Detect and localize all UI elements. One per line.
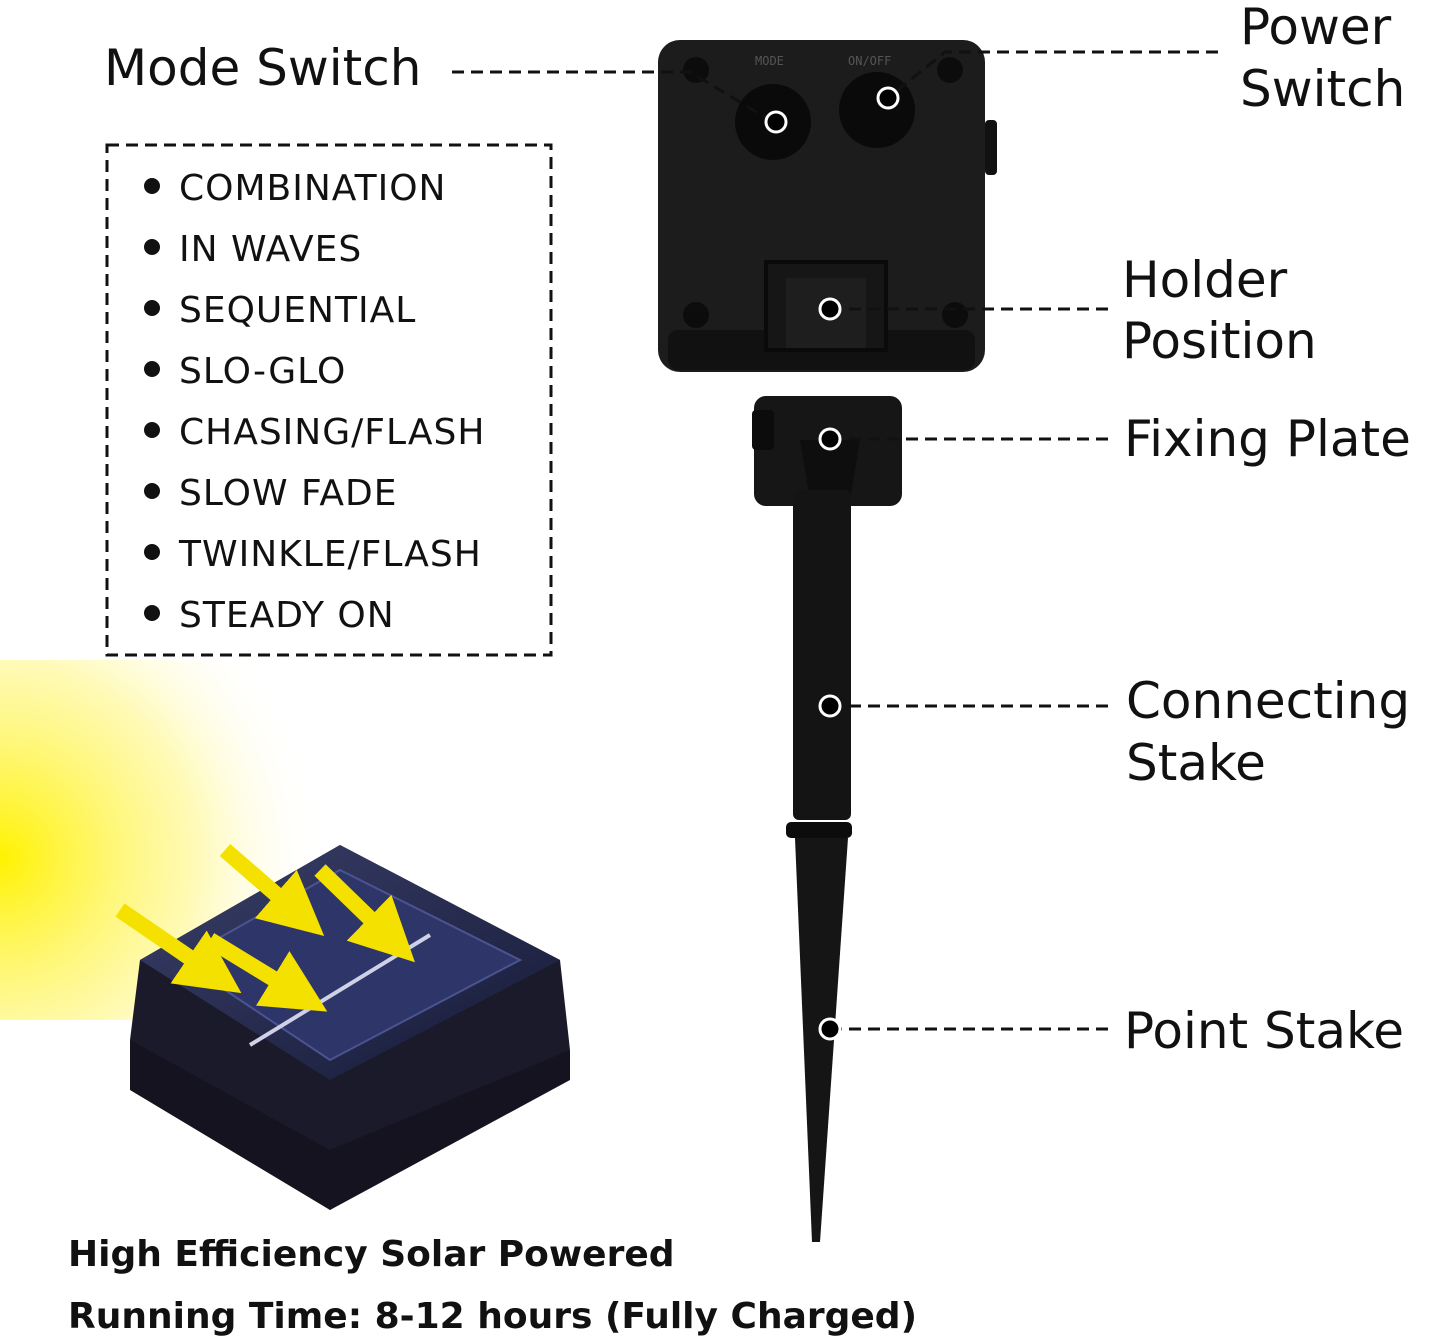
screw-icon bbox=[942, 302, 968, 328]
screw-icon bbox=[937, 57, 963, 83]
modes-list: COMBINATION IN WAVES SEQUENTIAL SLO-GLO … bbox=[144, 168, 485, 636]
on-off-marking: ON/OFF bbox=[848, 54, 891, 68]
screw-icon bbox=[683, 57, 709, 83]
mode-item: IN WAVES bbox=[179, 229, 362, 270]
label-holder-position-1: Holder bbox=[1122, 251, 1288, 309]
mode-item: CHASING/FLASH bbox=[179, 412, 485, 453]
controller-box: MODE ON/OFF bbox=[658, 40, 997, 372]
label-point-stake: Point Stake bbox=[1124, 1002, 1404, 1060]
label-holder-position-2: Position bbox=[1122, 312, 1317, 370]
label-mode-switch: Mode Switch bbox=[104, 39, 421, 97]
label-connecting-stake-2: Stake bbox=[1126, 734, 1266, 792]
label-fixing-plate: Fixing Plate bbox=[1124, 410, 1411, 468]
stake bbox=[752, 396, 902, 1242]
label-connecting-stake-1: Connecting bbox=[1126, 672, 1410, 730]
screw-icon bbox=[683, 302, 709, 328]
mode-switch-marker bbox=[764, 110, 788, 134]
mode-item: COMBINATION bbox=[179, 168, 446, 209]
mode-marking: MODE bbox=[755, 54, 784, 68]
holder-position-marker bbox=[818, 297, 842, 321]
footer-line-2: Running Time: 8-12 hours (Fully Charged) bbox=[68, 1296, 917, 1337]
mode-item: STEADY ON bbox=[179, 595, 395, 636]
label-power-switch-2: Switch bbox=[1240, 60, 1405, 118]
mode-item: SLO-GLO bbox=[179, 351, 346, 392]
footer-line-1: High Efficiency Solar Powered bbox=[68, 1234, 675, 1275]
modes-box bbox=[105, 143, 553, 657]
leader-lines bbox=[452, 50, 1218, 1031]
point-stake-marker bbox=[818, 1017, 842, 1041]
power-switch-marker bbox=[876, 86, 900, 110]
mode-item: TWINKLE/FLASH bbox=[178, 534, 482, 575]
label-power-switch-1: Power bbox=[1240, 0, 1392, 56]
mode-item: SEQUENTIAL bbox=[179, 290, 416, 331]
mode-item: SLOW FADE bbox=[179, 473, 398, 514]
connecting-stake-marker bbox=[818, 694, 842, 718]
sun-arrows bbox=[115, 843, 415, 1012]
fixing-plate-marker bbox=[818, 427, 842, 451]
power-button[interactable] bbox=[839, 72, 915, 148]
